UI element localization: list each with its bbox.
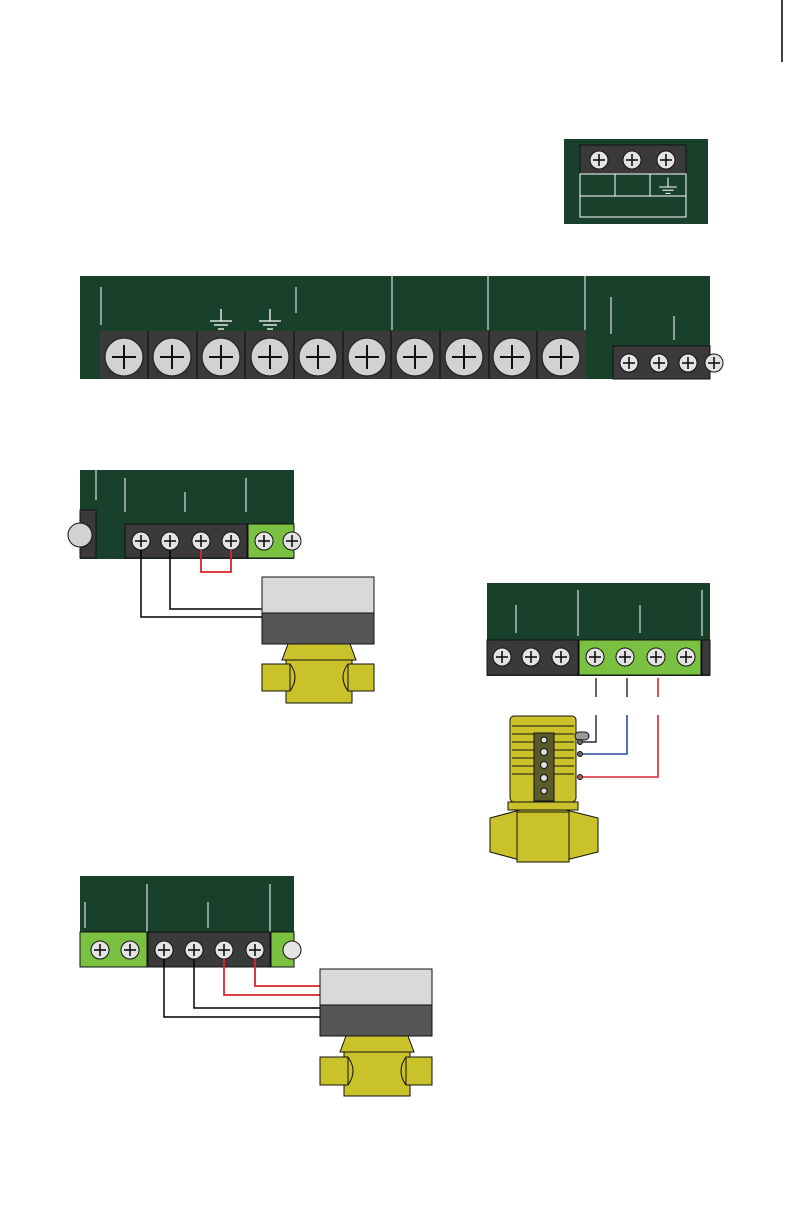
screw-terminal-icon — [677, 648, 695, 666]
screw-terminal-icon — [283, 532, 301, 550]
four-wire-zone-valve-wiring — [80, 876, 432, 1096]
screw-terminal-icon — [590, 151, 608, 169]
screw-terminal-icon — [153, 338, 191, 376]
screw-terminal-icon — [121, 941, 139, 959]
screw-terminal-icon — [255, 532, 273, 550]
zone-valve-icon — [262, 577, 374, 703]
screw-terminal-icon — [222, 532, 240, 550]
main-terminal-strip — [80, 276, 723, 379]
screw-terminal-icon — [552, 648, 570, 666]
screw-terminal-icon — [493, 338, 531, 376]
screw-terminal-icon — [620, 354, 638, 372]
screw-terminal-icon — [616, 648, 634, 666]
screw-terminal-icon — [251, 338, 289, 376]
screw-terminal-icon — [647, 648, 665, 666]
screw-terminal-icon — [246, 941, 264, 959]
screw-terminal-icon — [522, 648, 540, 666]
screw-terminal-icon — [445, 338, 483, 376]
zone-valve-icon — [490, 716, 598, 862]
screw-terminal-icon — [650, 354, 668, 372]
two-wire-zone-valve-wiring — [68, 470, 374, 703]
screw-terminal-icon — [215, 941, 233, 959]
taco-style-zone-valve-wiring — [487, 583, 710, 862]
screw-terminal-icon — [679, 354, 697, 372]
screw-terminal-icon — [161, 532, 179, 550]
screw-terminal-icon — [202, 338, 240, 376]
screw-terminal-icon — [657, 151, 675, 169]
screw-terminal-icon — [542, 338, 580, 376]
screw-terminal-icon — [155, 941, 173, 959]
screw-terminal-icon — [105, 338, 143, 376]
screw-terminal-icon — [132, 532, 150, 550]
zone-valve-icon — [320, 969, 432, 1096]
screw-terminal-icon — [705, 354, 723, 372]
screw-terminal-icon — [396, 338, 434, 376]
screw-terminal-icon — [348, 338, 386, 376]
screw-terminal-icon — [586, 648, 604, 666]
screw-terminal-icon — [91, 941, 109, 959]
power-terminal-block — [564, 139, 708, 224]
screw-terminal-icon — [185, 941, 203, 959]
screw-terminal-icon — [493, 648, 511, 666]
screw-terminal-icon — [299, 338, 337, 376]
screw-terminal-icon — [623, 151, 641, 169]
screw-terminal-icon — [192, 532, 210, 550]
